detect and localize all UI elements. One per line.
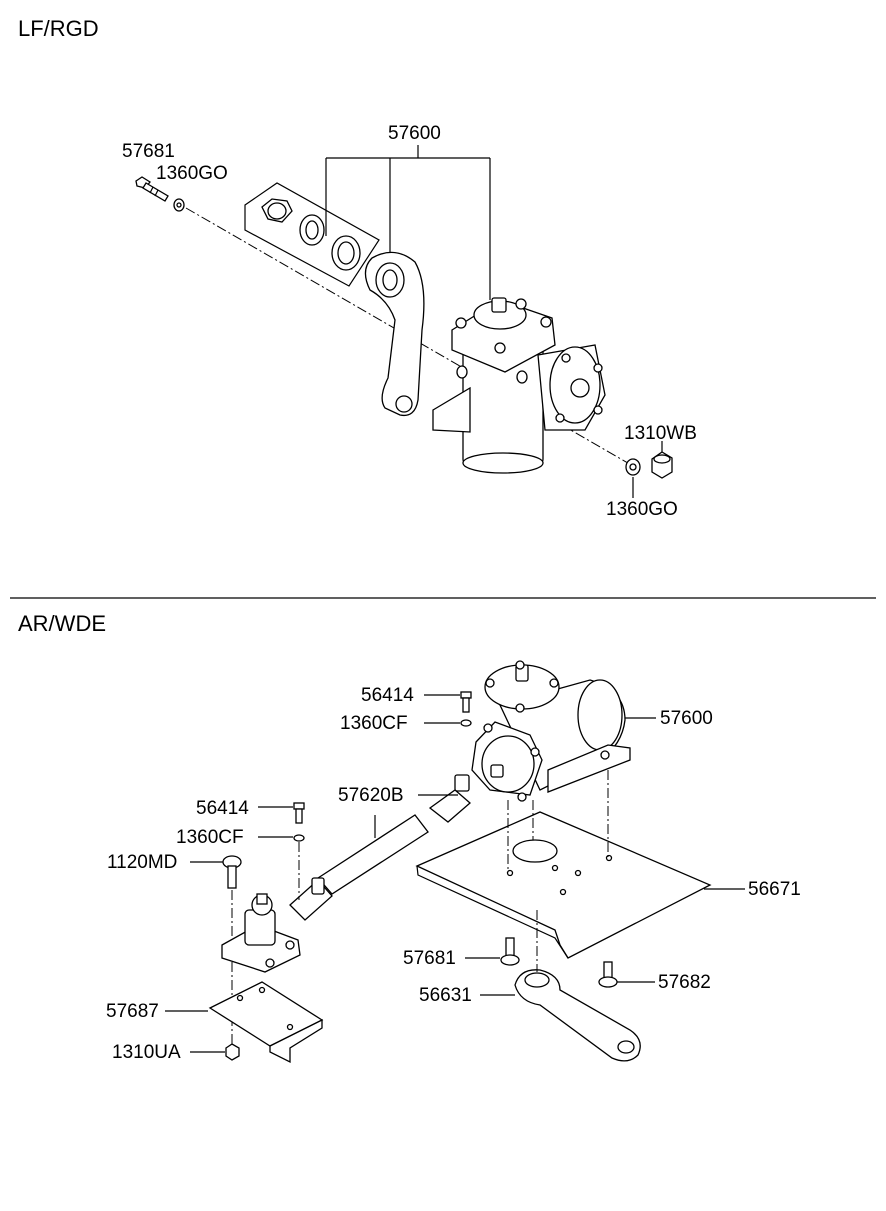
part-label-56671: 56671	[748, 879, 801, 900]
part-label-57681-top: 57681	[122, 141, 175, 162]
part-label-1360go-bottom: 1360GO	[606, 499, 678, 520]
bolt-1120md	[190, 855, 242, 1045]
nut-1310ua	[190, 1043, 240, 1061]
bolt-56414-upper	[424, 691, 472, 727]
section-2-drawing	[165, 660, 745, 1064]
part-label-57620b: 57620B	[338, 785, 404, 806]
leader-57600-top	[325, 145, 491, 300]
bolt-56414-lower	[258, 802, 305, 900]
bolt-57682	[598, 961, 655, 988]
section-1-drawing	[135, 145, 673, 498]
steering-gear-top	[432, 297, 606, 474]
bracket-57687	[165, 981, 324, 1064]
part-label-1120md: 1120MD	[107, 852, 178, 873]
part-label-57687: 57687	[106, 1001, 159, 1022]
bolt-57681	[135, 176, 169, 202]
mounting-plate-56671	[415, 770, 745, 959]
pitman-arm-56631	[480, 910, 641, 1062]
part-label-1360cf-upper: 1360CF	[340, 713, 408, 734]
part-label-56631: 56631	[419, 985, 472, 1006]
part-label-1310ua: 1310UA	[112, 1042, 181, 1063]
part-label-57600-bottom: 57600	[660, 708, 713, 729]
part-label-56414-lower: 56414	[196, 798, 249, 819]
section-title-ar-wde: AR/WDE	[18, 611, 106, 636]
intermediate-shaft	[289, 774, 471, 921]
part-label-1360cf-lower: 1360CF	[176, 827, 244, 848]
part-label-1360go-top: 1360GO	[156, 163, 228, 184]
steering-gear-bottom	[471, 660, 631, 802]
part-label-57681-bottom: 57681	[403, 948, 456, 969]
part-label-56414-upper: 56414	[361, 685, 414, 706]
section-title-lf-rgd: LF/RGD	[18, 16, 99, 41]
bearing-bracket	[221, 893, 301, 973]
part-label-1310wb: 1310WB	[624, 423, 697, 444]
part-label-57600-top: 57600	[388, 123, 441, 144]
pitman-arm-top	[364, 251, 425, 417]
bolt-57681-lower	[465, 937, 520, 966]
part-label-57682: 57682	[658, 972, 711, 993]
hardware-kit	[244, 182, 380, 287]
